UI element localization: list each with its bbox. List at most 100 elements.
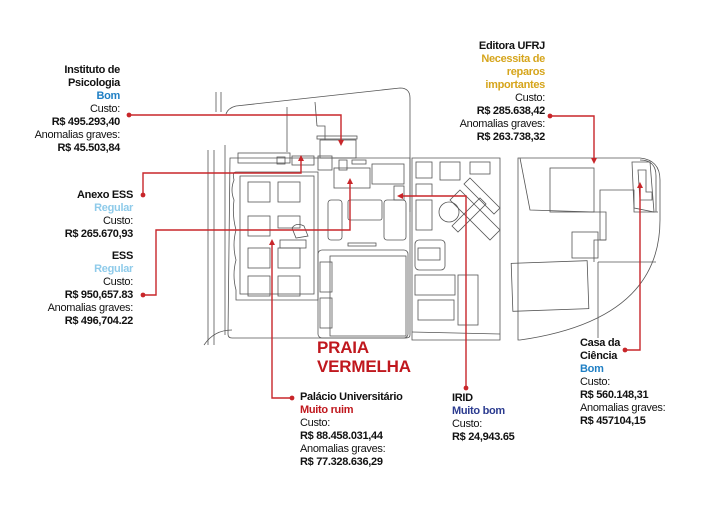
map-title-line: VERMELHA (317, 357, 411, 376)
arrow-anexo-ess (298, 155, 304, 161)
building (415, 199, 433, 231)
building-name: Ciência (580, 350, 618, 362)
anomalies-label: Anomalias graves: (580, 402, 666, 414)
cost-value: R$ 285.638,42 (476, 105, 546, 117)
leader-instituto-psicologia (129, 114, 342, 143)
building (247, 181, 271, 203)
building (414, 274, 456, 296)
cost-label: Custo: (515, 92, 545, 104)
cost-label: Custo: (452, 418, 482, 430)
dot-casa-da-ciencia (622, 347, 628, 353)
leader-irid (400, 195, 467, 388)
status-badge: Bom (96, 90, 120, 102)
cost-label: Custo: (300, 417, 330, 429)
leader-palacio-universitario (271, 242, 292, 399)
dot-instituto-psicologia (126, 112, 132, 118)
label-editora-ufrj: Editora UFRJ Necessita de reparos import… (459, 40, 546, 144)
map-title: PRAIA VERMELHA (317, 338, 411, 376)
map-title-line: PRAIA (317, 338, 369, 357)
leader-editora-ufrj (550, 115, 595, 161)
label-anexo-ess: Anexo ESS Regular Custo: R$ 265.670,93 (65, 189, 134, 241)
label-casa-da-ciencia: Casa da Ciência Bom Custo: R$ 560.148,31… (580, 337, 666, 428)
building-name: Editora UFRJ (478, 40, 545, 52)
building-name: Psicologia (67, 77, 120, 89)
dot-anexo-ess (140, 192, 146, 198)
building (316, 135, 358, 140)
building (439, 161, 461, 181)
arrow-ess (347, 178, 353, 184)
arrow-casa-da-ciencia (637, 182, 643, 188)
building-name: Palácio Universitário (300, 391, 403, 403)
parcel-divider (314, 101, 318, 127)
label-irid: IRID Muito bom Custo: R$ 24,943.65 (452, 392, 515, 444)
building-irid-target (393, 185, 405, 201)
building (277, 215, 301, 229)
building (291, 155, 315, 166)
building (510, 260, 590, 312)
status-badge: Necessita de (481, 53, 545, 65)
building (383, 199, 407, 241)
cost-label: Custo: (103, 215, 133, 227)
building (347, 199, 383, 221)
cost-value: R$ 24,943.65 (452, 431, 515, 443)
anomalies-value: R$ 263.738,32 (476, 131, 546, 143)
building-diagonal (451, 197, 487, 233)
building (237, 152, 291, 164)
cost-value: R$ 88.458.031,44 (300, 430, 383, 442)
building (277, 247, 301, 269)
building (247, 247, 271, 269)
building (247, 215, 271, 237)
anomalies-label: Anomalias graves: (459, 118, 546, 130)
road-line (411, 331, 501, 335)
west-block (227, 157, 411, 339)
building (571, 231, 599, 259)
building-casa-ciencia (631, 161, 655, 213)
label-instituto-psicologia: Instituto de Psicologia Bom Custo: R$ 49… (35, 64, 121, 155)
status-badge: Muito bom (452, 405, 505, 417)
leader-arrows (269, 140, 643, 245)
anomalies-value: R$ 496,704.22 (64, 315, 134, 327)
anomalies-value: R$ 45.503,84 (57, 142, 121, 154)
leader-anexo-ess (142, 158, 302, 195)
building (319, 297, 333, 329)
parcel-divider (317, 125, 326, 140)
building (417, 247, 441, 261)
compound-left (231, 171, 319, 301)
arrow-editora-ufrj (591, 158, 597, 164)
label-palacio-universitario: Palácio Universitário Muito ruim Custo: … (300, 391, 403, 469)
building-name: ESS (111, 250, 133, 262)
building-editora (549, 167, 595, 213)
leader-casa-da-ciencia (625, 185, 641, 351)
building (277, 181, 301, 203)
building (319, 261, 333, 293)
label-ess: ESS Regular Custo: R$ 950,657.83 Anomali… (48, 250, 134, 328)
building (371, 163, 405, 185)
campus-plan-outline (203, 87, 661, 346)
building-name: Instituto de (64, 64, 120, 76)
building (276, 156, 286, 165)
building-ess (333, 167, 371, 189)
building (317, 155, 333, 171)
building-name: Casa da (580, 337, 621, 349)
building (414, 239, 446, 271)
cost-label: Custo: (90, 103, 120, 115)
middle-block (411, 157, 501, 341)
dot-irid (463, 385, 469, 391)
building (469, 161, 491, 175)
building (415, 161, 433, 179)
building (347, 242, 377, 247)
parcel-divider (519, 157, 595, 213)
parcel-divider (599, 189, 658, 241)
arrow-instituto-psicologia (338, 140, 344, 146)
building-psicologia (319, 139, 357, 159)
leader-dots (126, 112, 628, 401)
leader-lines (129, 114, 641, 399)
building (351, 159, 367, 165)
building-name: Anexo ESS (77, 189, 133, 201)
anomalies-label: Anomalias graves: (300, 443, 386, 455)
building (327, 199, 343, 241)
dot-palacio-universitario (289, 395, 295, 401)
arrow-irid (397, 193, 403, 199)
arrow-palacio-universitario (269, 239, 275, 245)
